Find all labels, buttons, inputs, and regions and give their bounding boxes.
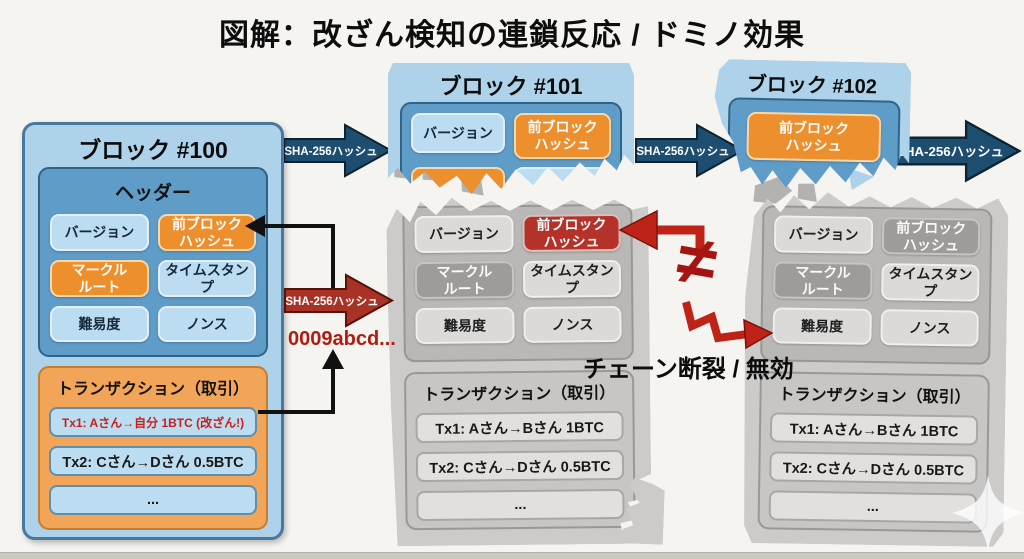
cell-timestamp: タイムスタンプ — [157, 260, 256, 298]
transactions-label: トランザクション（取引） — [56, 381, 249, 398]
block-100-header-panel: ヘッダー バージョン 前ブロック ハッシュ マークル ルート タイムスタンプ 難… — [38, 167, 268, 357]
tx-row-more: ... — [49, 485, 257, 515]
cell-difficulty: 難易度 — [415, 307, 514, 344]
transactions-label: トランザクション（取引） — [778, 386, 971, 407]
arrow-shape — [283, 123, 394, 178]
cell-version: バージョン — [414, 215, 513, 253]
cell-prev-hash: 前ブロック ハッシュ — [157, 214, 256, 252]
cell-version: バージョン — [50, 214, 149, 252]
cell-nonce: ノンス — [880, 309, 979, 347]
sha256-arrow-102-next: SHA-256ハッシュ — [894, 119, 1022, 183]
block-101-invalid-header-panel: バージョン 前ブロック ハッシュ マークル ルート タイムスタンプ 難易度 ノン… — [402, 204, 634, 362]
tx-row: Tx1: Aさん→Bさん 1BTC — [770, 412, 978, 445]
block-101-tx-panel: トランザクション（取引） Tx1: Aさん→Bさん 1BTC Tx2: Cさん→… — [404, 370, 636, 530]
block-101-title: ブロック #101 — [439, 74, 583, 99]
block-102-header-panel: 前ブロック ハッシュ — [727, 97, 901, 197]
tx-row-more: ... — [769, 490, 977, 523]
sha256-arrow-label: SHA-256ハッシュ — [636, 145, 729, 158]
not-equal-symbol: ≠ — [671, 219, 723, 303]
sha256-arrow-label: SHA-256ハッシュ — [896, 144, 1004, 159]
cell-timestamp: タイムスタンプ — [881, 263, 980, 302]
chain-break-label: チェーン断裂 / 無効 — [583, 356, 794, 383]
arrow-shape — [635, 123, 746, 178]
sha256-arrow-label: SHA-256ハッシュ — [284, 145, 377, 158]
cell-version: バージョン — [774, 215, 873, 254]
block-102-invalid-header-panel: バージョン 前ブロック ハッシュ マークル ルート タイムスタンプ 難易度 ノン… — [760, 205, 992, 365]
page-title: 図解：改ざん検知の連鎖反応 / ドミノ効果 — [218, 19, 805, 52]
cell-difficulty: 難易度 — [50, 306, 149, 343]
tx-row: Tx2: Cさん→Dさん 0.5BTC — [769, 451, 977, 484]
block-100-title: ブロック #100 — [78, 137, 228, 163]
sha256-arrow-100-101: SHA-256ハッシュ — [283, 123, 394, 178]
block-101-header-panel: バージョン 前ブロック ハッシュ — [400, 102, 622, 194]
sha256-arrow-label: SHA-256ハッシュ — [285, 295, 378, 308]
arrow-shape — [284, 273, 395, 328]
cell-prev-hash: 前ブロック ハッシュ — [514, 113, 611, 159]
tx-row: Tx2: Cさん→Dさん 0.5BTC — [416, 450, 624, 482]
cell-timestamp: タイムスタンプ — [523, 260, 622, 298]
block-101-header-cells: バージョン 前ブロック ハッシュ マークル ルート タイムスタンプ 難易度 ノン… — [414, 214, 621, 344]
cell-difficulty: 難易度 — [772, 307, 871, 345]
cell-nonce: ノンス — [523, 306, 621, 343]
block-102-title: ブロック #102 — [746, 73, 878, 99]
cell-merkle-root: マークル ルート — [773, 261, 872, 300]
sparkle-watermark-icon — [952, 475, 1024, 551]
tx-row-more: ... — [416, 489, 624, 521]
cell-merkle-root: マークル ルート — [50, 260, 149, 298]
header-label: ヘッダー — [114, 183, 191, 204]
block-100-tx-panel: トランザクション（取引） Tx1: Aさん→自分 1BTC (改ざん!) Tx2… — [38, 366, 268, 530]
tx-row-tampered: Tx1: Aさん→自分 1BTC (改ざん!) — [49, 407, 257, 437]
cell-nonce: ノンス — [157, 306, 256, 343]
tamper-arrowhead-up — [322, 349, 344, 369]
arrow-shape — [894, 119, 1022, 183]
cell-prev-hash: 前ブロック ハッシュ — [746, 112, 881, 163]
torn-cell-stub-timestamp — [514, 167, 611, 194]
tx-row: Tx2: Cさん→Dさん 0.5BTC — [49, 446, 257, 476]
cell-merkle-root: マークル ルート — [415, 261, 514, 299]
sha256-arrow-101-102: SHA-256ハッシュ — [635, 123, 746, 178]
block-100: ブロック #100 ヘッダー バージョン 前ブロック ハッシュ マークル ルート… — [22, 122, 284, 540]
cell-prev-hash: 前ブロック ハッシュ — [882, 217, 981, 256]
sha256-arrow-recomputed: SHA-256ハッシュ — [284, 273, 395, 328]
block-102-header-cells: バージョン 前ブロック ハッシュ マークル ルート タイムスタンプ 難易度 ノン… — [772, 215, 980, 346]
tx-row: Tx1: Aさん→Bさん 1BTC — [415, 411, 623, 443]
new-hash-value: 0009abcd... — [288, 328, 396, 350]
bottom-edge-strip — [0, 552, 1024, 559]
cell-version: バージョン — [411, 113, 505, 153]
block-100-header-cells: バージョン 前ブロック ハッシュ マークル ルート タイムスタンプ 難易度 ノン… — [50, 214, 256, 343]
domino-arrow-shaft — [682, 301, 749, 343]
cell-prev-hash-mismatch: 前ブロック ハッシュ — [522, 214, 621, 252]
